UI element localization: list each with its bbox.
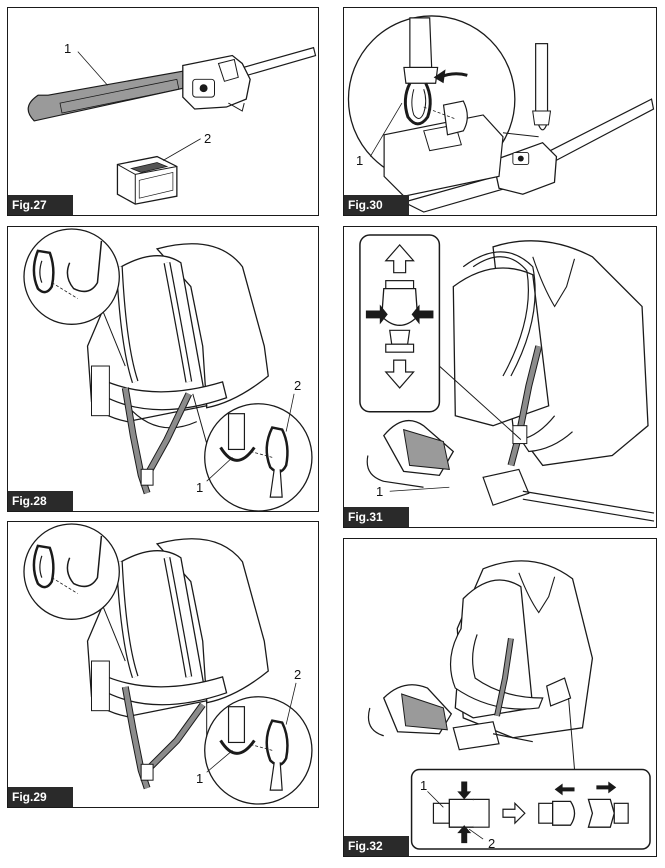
- up-arrow-icon: [384, 243, 415, 274]
- callout-1: 1: [420, 778, 428, 793]
- operator-wearing-harness-illustration: [359, 234, 655, 522]
- right-arrow-icon: [502, 801, 526, 825]
- figure-31-panel: 1 Fig.31: [343, 226, 657, 528]
- figure-32-panel: 1 2 Fig.32: [343, 538, 657, 857]
- down-arrow-icon: [384, 359, 415, 389]
- snap-hook-illustration: [32, 544, 55, 589]
- callout-2: 2: [488, 836, 496, 851]
- d-ring-illustration: [219, 706, 256, 755]
- callout-2: 2: [294, 667, 302, 682]
- snap-hook-illustration: [403, 82, 432, 126]
- figure-30-panel: 1 Fig.30: [343, 7, 657, 216]
- figure-label: Fig.32: [344, 836, 409, 856]
- figure-label: Fig.28: [8, 491, 73, 511]
- buckle-adjustment-illustration: [381, 280, 419, 353]
- buckle-release-illustration: [432, 781, 629, 844]
- d-ring-illustration: [219, 413, 256, 462]
- figure-27-panel: 1 2 Fig.27: [7, 7, 319, 216]
- callout-1: 1: [196, 771, 204, 786]
- figure-label: Fig.29: [8, 787, 73, 807]
- callout-1: 1: [196, 480, 204, 495]
- figure-label: Fig.30: [344, 195, 409, 215]
- figure-label: Fig.27: [8, 195, 73, 215]
- callout-2: 2: [294, 378, 302, 393]
- backpack-harness-illustration: [23, 523, 313, 805]
- callout-1: 1: [64, 41, 72, 56]
- figure-label: Fig.31: [344, 507, 409, 527]
- callout-1: 1: [376, 484, 384, 499]
- callout-2: 2: [204, 131, 212, 146]
- snap-hook-illustration: [32, 249, 55, 294]
- figure-28-panel: 1 2 Fig.28: [7, 226, 319, 512]
- battery-pack-illustration: [116, 155, 178, 205]
- snap-hook-illustration: [265, 719, 289, 791]
- callout-1: 1: [356, 153, 364, 168]
- backpack-harness-illustration: [23, 228, 313, 511]
- operator-wearing-harness-illustration: [367, 560, 651, 850]
- hanger-hook-illustration: [347, 15, 655, 213]
- snap-hook-illustration: [265, 426, 289, 498]
- pole-saw-attachment-illustration: [27, 46, 317, 205]
- figure-29-panel: 1 2 Fig.29: [7, 521, 319, 808]
